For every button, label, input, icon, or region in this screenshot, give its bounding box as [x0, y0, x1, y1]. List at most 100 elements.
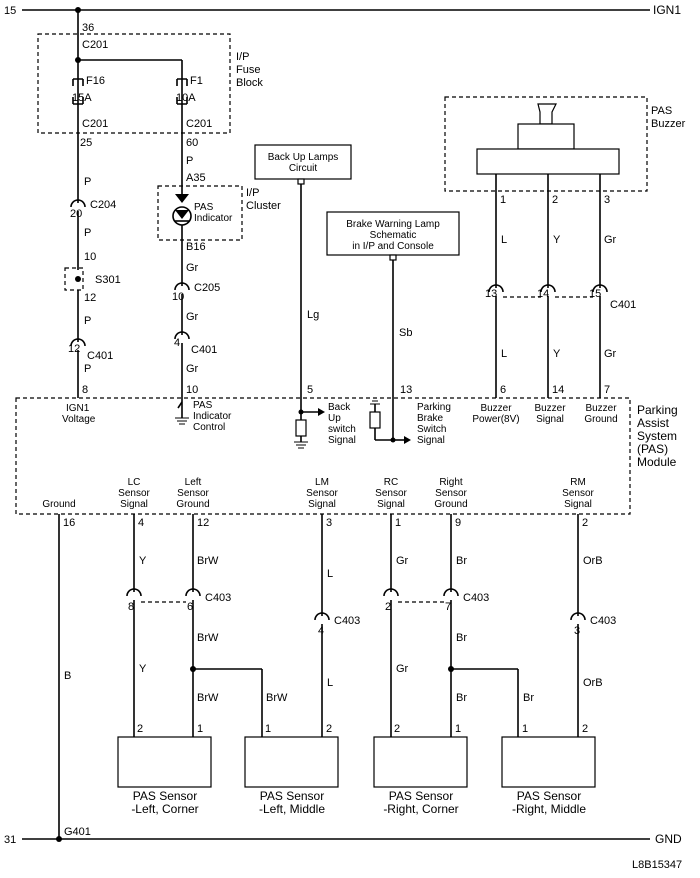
module-pin: 4	[138, 517, 144, 529]
wire-color: BrW	[197, 692, 219, 704]
module-pin: 3	[326, 517, 332, 529]
c403-pin: 2	[385, 601, 391, 613]
module-pin: 12	[197, 517, 209, 529]
rc-sensor-wire: 1 Gr 2 Gr	[383, 514, 409, 737]
fuse-block-title-1: I/P	[236, 51, 249, 63]
c401-label: C401	[191, 344, 217, 356]
brake-box-label: Schematic	[370, 230, 417, 241]
sensor-label: -Left, Corner	[131, 802, 198, 816]
backup-lamps-circuit: Back Up Lamps Circuit Lg 5 Back Up switc…	[254, 144, 356, 449]
module-pin-label: Control	[193, 422, 225, 433]
wire-color: Y	[139, 555, 147, 567]
indicator-label: Indicator	[194, 213, 233, 224]
module-pin-label: PAS	[193, 400, 213, 411]
module-pin: 2	[582, 517, 588, 529]
module-pin-label: Signal	[417, 435, 445, 446]
figure-id: L8B15347	[632, 859, 682, 871]
wire-color: OrB	[583, 555, 603, 567]
sensor-pin: 1	[455, 723, 461, 735]
module-pin-label: Parking	[417, 402, 451, 413]
module-pin-label: RC	[384, 477, 398, 488]
sensor-pin: 2	[326, 723, 332, 735]
pas-module: Parking Assist System (PAS) Module	[15, 397, 678, 515]
wire-color: Gr	[604, 348, 617, 360]
sensor-pin: 1	[522, 723, 528, 735]
sensor-label: PAS Sensor	[133, 789, 197, 803]
c403-label: C403	[590, 615, 616, 627]
fuse1-rating: 15A	[72, 92, 92, 104]
wire-color: Y	[553, 234, 561, 246]
fuse-out2-conn: C201	[186, 118, 212, 130]
wire-color: L	[501, 348, 507, 360]
cluster-label: Cluster	[246, 200, 281, 212]
module-pin-label: Voltage	[62, 414, 96, 425]
c205-pin: 10	[172, 291, 184, 303]
c403-label: C403	[463, 592, 489, 604]
wire-color: P	[186, 155, 193, 167]
module-pin-label: Up	[328, 413, 341, 424]
wire-color: Br	[456, 555, 467, 567]
fuse2-name: F1	[190, 75, 203, 87]
module-pin-label: Right	[439, 477, 463, 488]
sensor-label: -Right, Middle	[512, 802, 586, 816]
fuse-out1-conn: C201	[82, 118, 108, 130]
c204-pin: 20	[70, 208, 82, 220]
ground-wire: 16 B	[58, 514, 75, 839]
sensor-pin: 1	[197, 723, 203, 735]
module-pin-label: Back	[328, 402, 351, 413]
module-pin-label: IGN1	[66, 403, 90, 414]
c403-label: C403	[205, 592, 231, 604]
fuse-in-conn: C201	[82, 39, 108, 51]
left-sensor-ground-wire: 12 BrW 6 C403 BrW BrW BrW	[141, 514, 288, 737]
buzzer-pin: 1	[500, 194, 506, 206]
c403-pin: 8	[128, 601, 134, 613]
sensor-right-middle: 1 2 PAS Sensor -Right, Middle	[501, 723, 596, 816]
module-pin: 8	[82, 384, 88, 396]
module-pin-label: switch	[328, 424, 356, 435]
module-pin-label: Sensor	[435, 488, 467, 499]
c205-label: C205	[194, 282, 220, 294]
wire-color: Gr	[604, 234, 617, 246]
b16-pin: B16	[186, 241, 206, 253]
c401-pin: 15	[589, 288, 601, 300]
module-pin-label: Ground	[176, 499, 209, 510]
module-pin: 5	[307, 384, 313, 396]
wire-color: OrB	[583, 677, 603, 689]
module-title: Module	[637, 455, 677, 469]
cluster-label: I/P	[246, 187, 259, 199]
wire-color: Y	[139, 663, 147, 675]
backup-box-label: Back Up Lamps	[268, 152, 339, 163]
s301-out-pin: 12	[84, 292, 96, 304]
buzzer-title: PAS	[651, 105, 672, 117]
fuse-out1-pin: 25	[80, 137, 92, 149]
c401-label: C401	[610, 299, 636, 311]
wire-color: B	[64, 670, 71, 682]
speaker-icon	[537, 103, 557, 125]
wire-color: Gr	[186, 363, 199, 375]
lc-sensor-wire: 4 Y 8 Y	[126, 514, 147, 737]
module-pin: 6	[500, 384, 506, 396]
module-pin-label: LC	[128, 477, 141, 488]
c401-pin: 4	[174, 337, 180, 349]
wire-color: Gr	[396, 663, 409, 675]
module-title: Parking	[637, 403, 678, 417]
sensor-right-corner: 2 1 PAS Sensor -Right, Corner	[373, 723, 468, 816]
wire-color: P	[84, 176, 91, 188]
wire-color: L	[501, 234, 507, 246]
fuse-out2-pin: 60	[186, 137, 198, 149]
rail-top-label: IGN1	[653, 3, 681, 17]
module-pin-label: Brake	[417, 413, 444, 424]
module-title: Assist	[637, 416, 670, 430]
module-pin-label: Signal	[377, 499, 405, 510]
module-pin-label: Power(8V)	[472, 414, 519, 425]
module-pin-label: Ground	[42, 499, 75, 510]
c403-pin: 3	[574, 625, 580, 637]
fuse2-rating: 10A	[176, 92, 196, 104]
c403-label: C403	[334, 615, 360, 627]
ign1-rail: 15 IGN1	[4, 3, 681, 17]
sensor-label: PAS Sensor	[517, 789, 581, 803]
c401-pin: 13	[485, 288, 497, 300]
module-title: (PAS)	[637, 442, 668, 456]
wire-color: Gr	[186, 262, 199, 274]
